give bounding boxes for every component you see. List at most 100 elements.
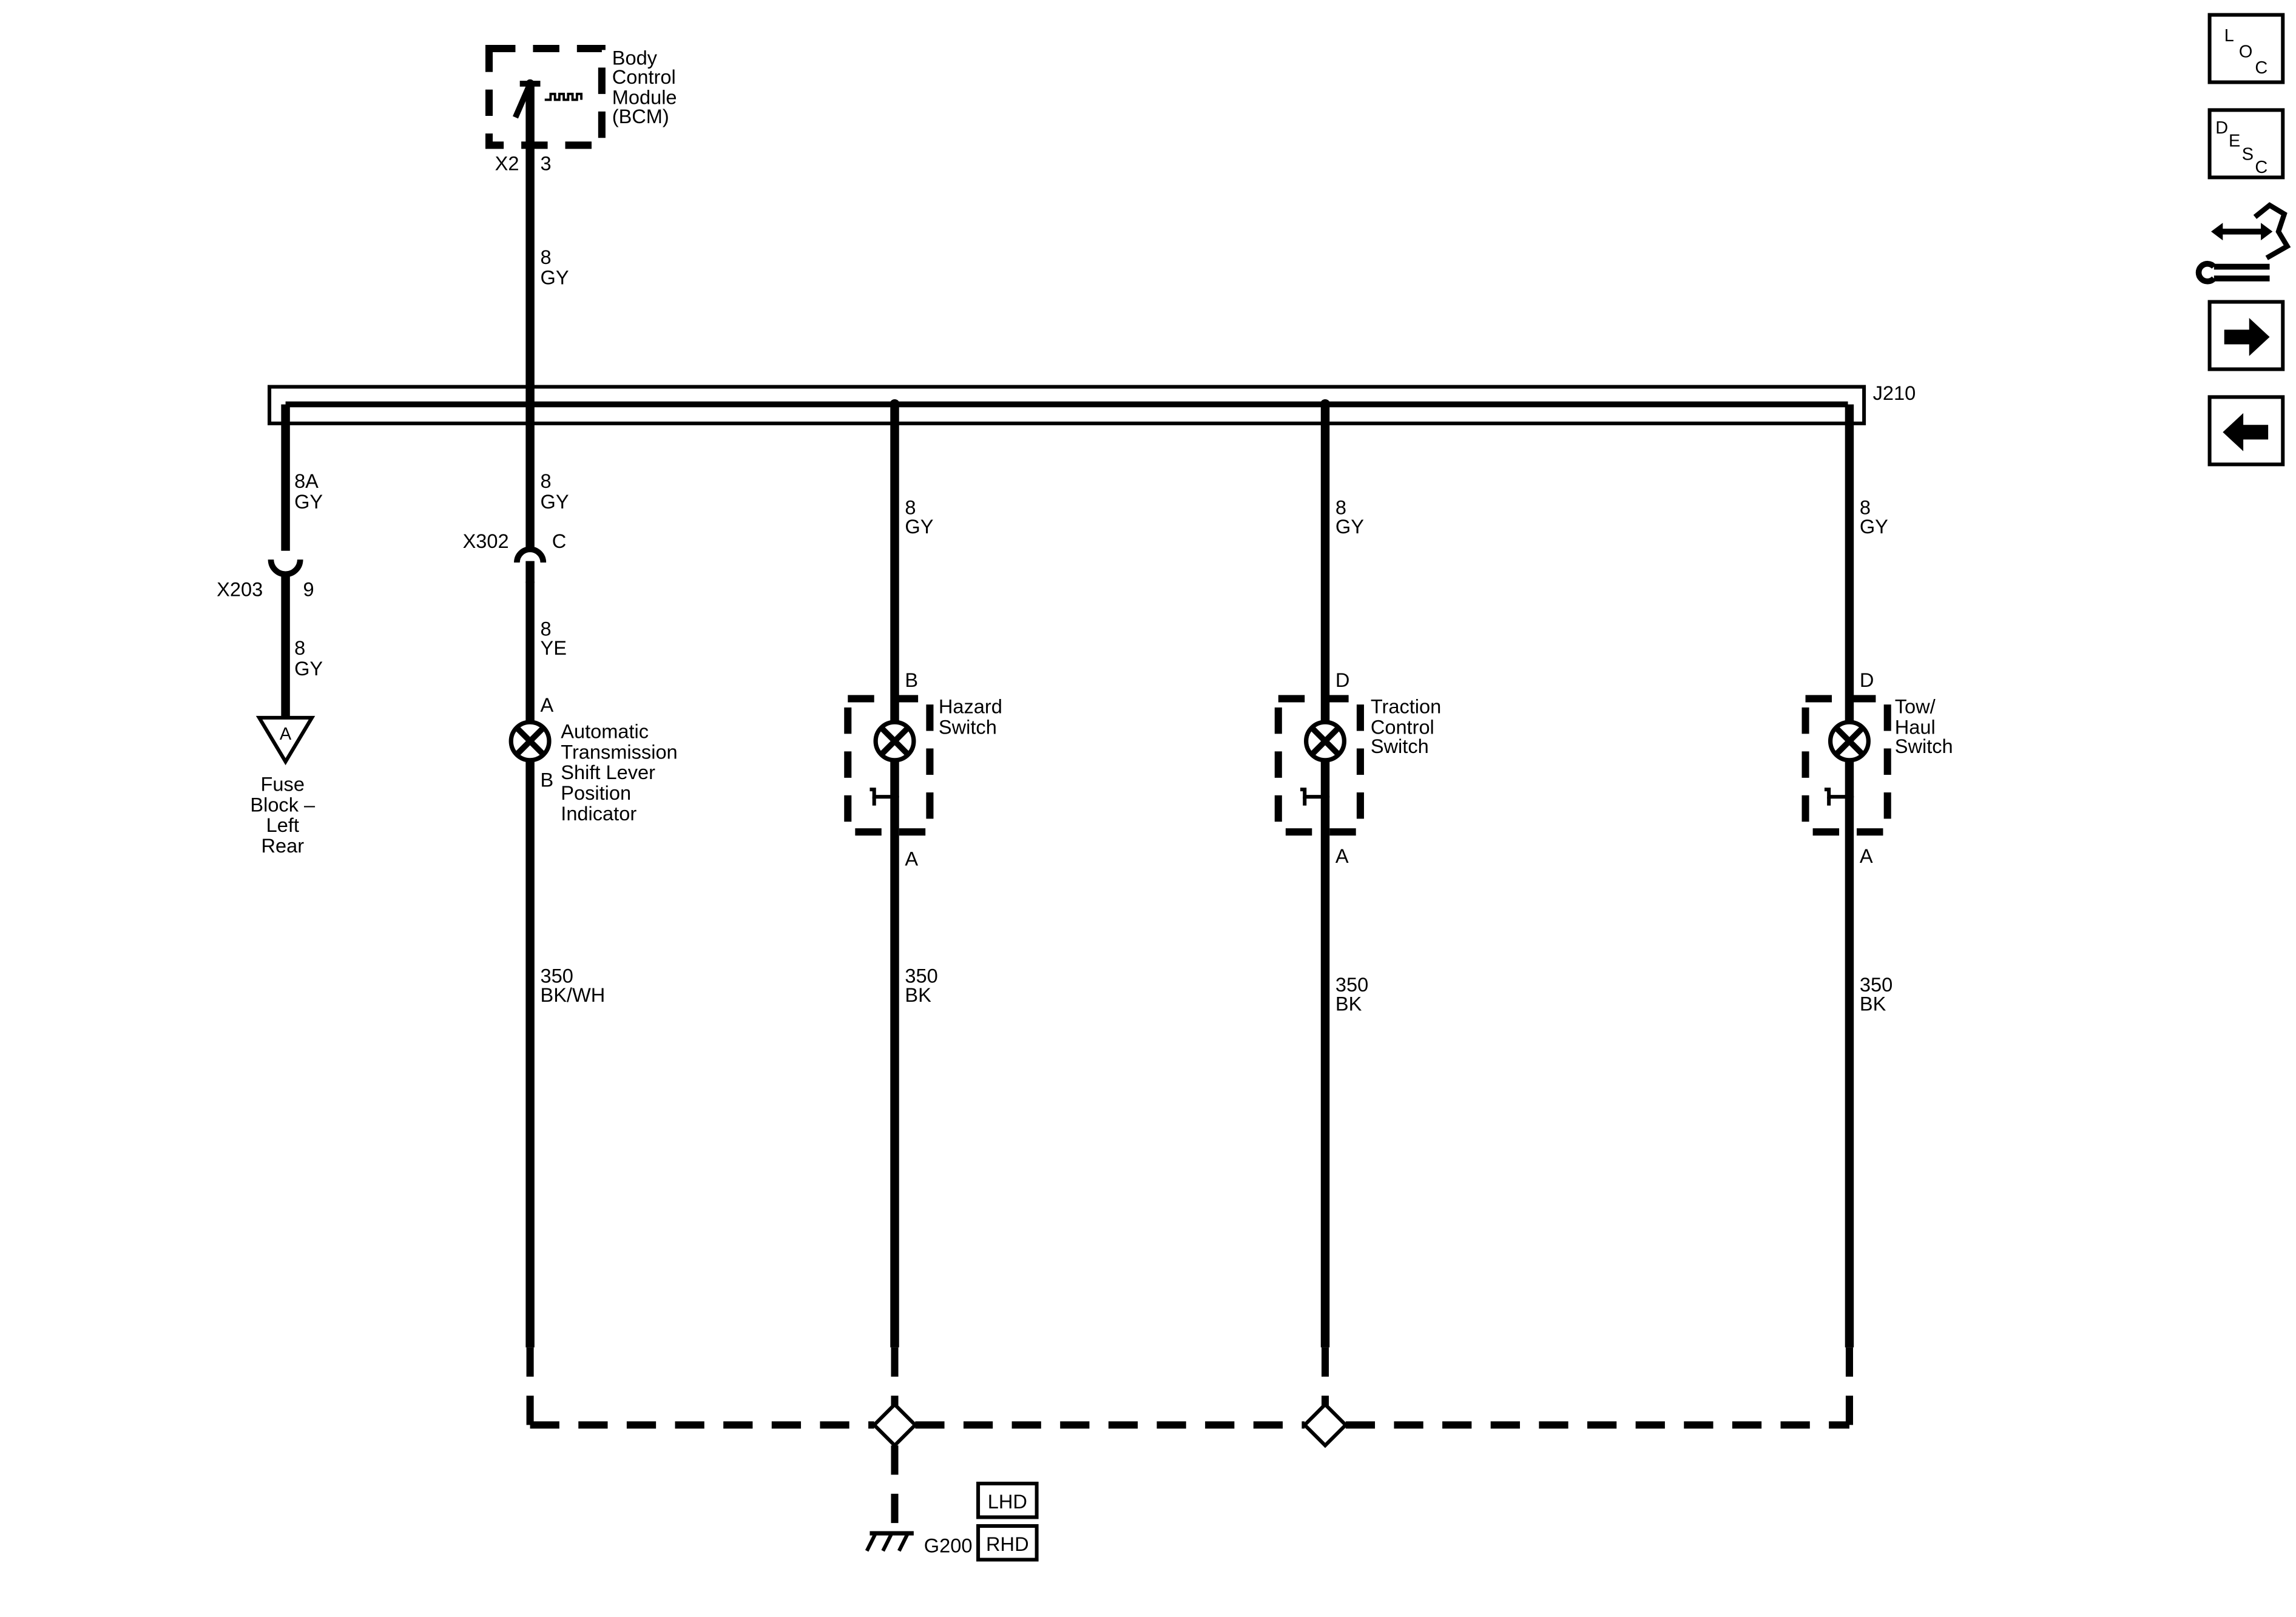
wire-traction-feed-circuit: 8 (1335, 496, 1346, 518)
splice-diamond-icon (1302, 1402, 1349, 1448)
traction-label-3: Switch (1371, 735, 1429, 757)
desc-letter-e: E (2229, 132, 2240, 151)
connector-repair-icon[interactable] (2195, 198, 2292, 286)
wire-hazard-feed-color: GY (905, 516, 933, 538)
bcm-box (485, 44, 606, 149)
ground-g200: G200 LHD RHD (865, 1481, 1039, 1562)
connector-x302 (514, 546, 547, 563)
wire-towhaul-feed-color: GY (1860, 516, 1888, 538)
towhaul-label-1: Tow/ (1895, 696, 1936, 718)
wire-fuse-down-circuit: 8 (294, 637, 305, 659)
desc-letter-c2: C (2255, 158, 2267, 177)
next-button[interactable] (2207, 300, 2285, 371)
lamp-icon (508, 720, 552, 763)
traction-label-2: Control (1371, 716, 1434, 738)
fuse-terminal-label: A (280, 724, 292, 744)
hazard-pin-top: B (905, 669, 918, 691)
towhaul-branch: 8 GY D Tow/ Haul Switch A 350 BK (1801, 404, 1953, 1348)
ats-branch: 8 GY X302 C 8 YE A B Automatic Transmiss… (463, 404, 678, 1348)
rhd-option[interactable]: RHD (976, 1524, 1039, 1562)
ats-pin-top: A (540, 694, 553, 716)
wire-hazard-ground-circuit: 350 (905, 965, 937, 987)
prev-button[interactable] (2207, 395, 2285, 467)
momentary-switch-icon (1300, 788, 1330, 806)
fuse-block-label-4: Rear (261, 835, 304, 857)
wire-hazard-ground-color: BK (905, 984, 931, 1006)
loc-button[interactable]: L O C (2207, 13, 2285, 84)
towhaul-switch-box (1801, 695, 1891, 836)
arrow-right-icon (2224, 318, 2270, 356)
fuse-block-label-3: Left (266, 814, 299, 836)
loc-letter-c: C (2255, 58, 2267, 78)
desc-letter-d: D (2215, 118, 2228, 138)
wire-bcm-out-color: GY (540, 267, 569, 289)
wire-towhaul-ground-circuit: 350 (1860, 974, 1893, 996)
traction-branch: 8 GY D Traction Control Switch A 350 BK (1274, 404, 1441, 1348)
traction-pin-bottom: A (1335, 845, 1349, 867)
lamp-icon (1828, 720, 1871, 763)
hazard-label-2: Switch (939, 716, 997, 738)
wire-fuse-up-circuit: 8A (294, 470, 319, 492)
towhaul-pin-top: D (1860, 669, 1874, 691)
ats-label-2: Transmission (561, 741, 677, 763)
lhd-label: LHD (988, 1491, 1027, 1513)
wire-hazard-feed-circuit: 8 (905, 496, 916, 518)
bcm-label-1: Body (612, 47, 658, 69)
splice-diamond-icon (871, 1402, 918, 1448)
ground-label: G200 (924, 1534, 973, 1556)
wire-ats-ground-circuit: 350 (540, 965, 573, 987)
towhaul-label-3: Switch (1895, 735, 1953, 757)
splice-j210: J210 (268, 382, 1916, 425)
ats-label-4: Position (561, 782, 631, 804)
lhd-option[interactable]: LHD (976, 1481, 1039, 1519)
momentary-switch-icon (869, 788, 899, 806)
desc-letter-s: S (2242, 144, 2254, 164)
connector-x203-female (268, 559, 303, 578)
bcm-module: Body Control Module (BCM) X2 3 (485, 44, 677, 174)
desc-button[interactable]: D E S C (2207, 108, 2285, 180)
wire-traction-feed-color: GY (1335, 516, 1364, 538)
wire-traction-ground-color: BK (1335, 993, 1362, 1015)
rhd-label: RHD (986, 1533, 1029, 1555)
wire-fuse-down-color: GY (294, 658, 323, 680)
traction-label-1: Traction (1371, 696, 1441, 718)
wire-fuse-up-color: GY (294, 491, 323, 513)
towhaul-pin-bottom: A (1860, 845, 1873, 867)
splice-bar (268, 385, 1866, 425)
wire-towhaul-feed-circuit: 8 (1860, 496, 1871, 518)
ats-label-5: Indicator (561, 803, 636, 825)
bcm-connector-label: X2 (495, 152, 519, 174)
ats-label-1: Automatic (561, 721, 649, 743)
bcm-label-4: (BCM) (612, 106, 669, 127)
wire-ats-ground-color: BK/WH (540, 984, 605, 1006)
lamp-icon (873, 720, 916, 763)
bcm-label-3: Module (612, 87, 677, 109)
x203-pin: 9 (303, 579, 314, 601)
bcm-switch-icon (513, 79, 582, 119)
hazard-pin-bottom: A (905, 848, 918, 870)
loc-letter-o: O (2239, 42, 2253, 61)
traction-switch-box (1274, 695, 1364, 836)
splice-label: J210 (1873, 382, 1916, 404)
traction-pin-top: D (1335, 669, 1350, 691)
towhaul-label-2: Haul (1895, 716, 1936, 738)
ats-label-3: Shift Lever (561, 761, 655, 783)
bcm-pin-label: 3 (540, 152, 551, 174)
wire-towhaul-ground-color: BK (1860, 993, 1886, 1015)
fuse-block-label-2: Block – (250, 794, 316, 815)
fuse-terminal-icon (255, 715, 316, 766)
momentary-switch-icon (1824, 788, 1854, 806)
hazard-label-1: Hazard (939, 696, 1002, 718)
x302-pin: C (552, 530, 567, 552)
x203-label: X203 (217, 579, 263, 601)
x302-label: X302 (463, 530, 509, 552)
wire-traction-ground-circuit: 350 (1335, 974, 1368, 996)
wire-bcm-out-circuit: 8 (540, 246, 551, 268)
ground-bus (526, 1347, 1853, 1532)
nav-toolbar: L O C D E S C (2195, 13, 2292, 467)
wire-ats-down-color: YE (540, 637, 566, 659)
arrow-left-icon (2223, 413, 2269, 451)
hazard-branch: 8 GY B Hazard Switch A 350 BK (844, 404, 1002, 1348)
hazard-switch-box (844, 695, 934, 836)
